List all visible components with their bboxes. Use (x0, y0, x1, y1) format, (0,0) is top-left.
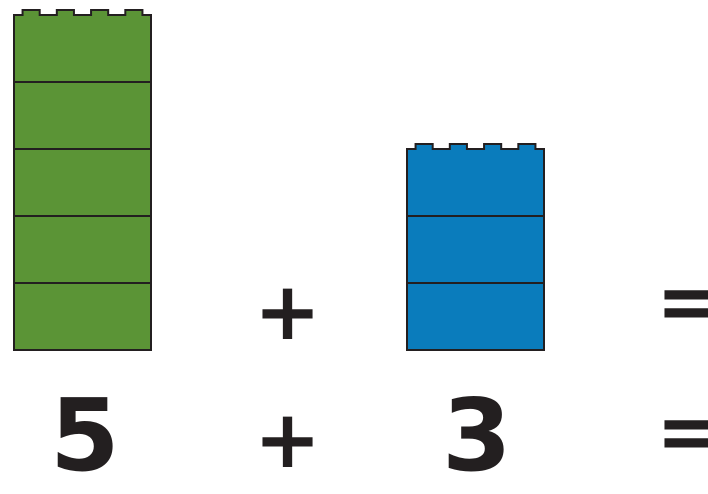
plus-sign-bottom: + (254, 393, 322, 486)
green-block-tower (13, 9, 152, 351)
equals-sign-bottom: = (656, 385, 708, 478)
equals-sign-top: = (656, 255, 708, 348)
blue-tower-body (406, 143, 545, 351)
addend-a-number: 5 (50, 377, 120, 494)
green-tower-body (13, 9, 152, 351)
plus-sign-top: + (254, 265, 322, 358)
blue-block-tower (406, 143, 545, 351)
addend-b-number: 3 (442, 377, 512, 494)
